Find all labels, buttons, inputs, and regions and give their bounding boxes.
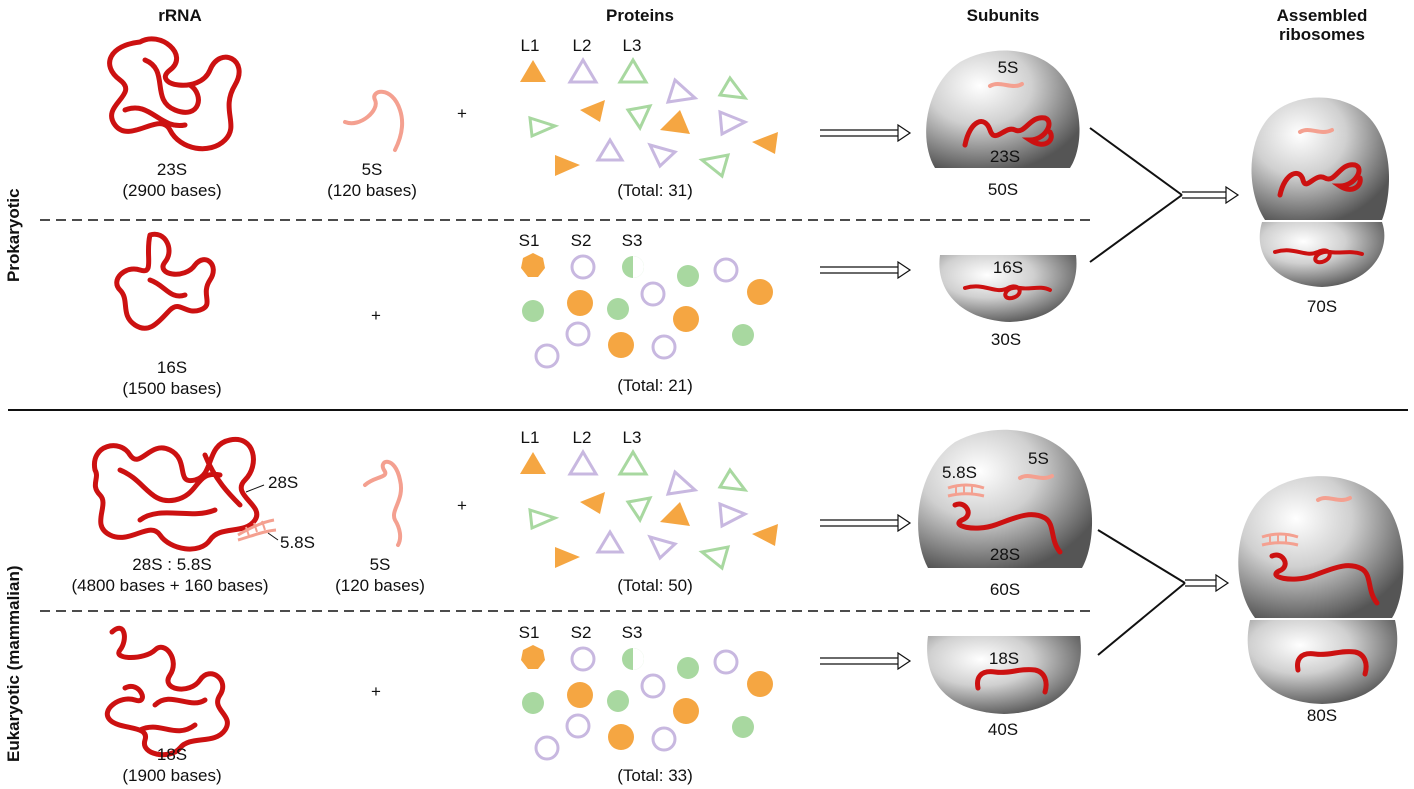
header-proteins: Proteins [605,6,675,25]
protein-cluster-euk-large [520,449,778,571]
subunit-label-50s: 50S [987,180,1019,199]
label-18s: 18S [156,745,188,764]
subunit-40s-body [927,636,1081,714]
header-assembled-line1: Assembled [1276,6,1368,25]
protein-total-euk-small: (Total: 33) [617,766,693,785]
inner-label-16s-30s: 16S [992,258,1024,277]
arrow-euk-small [820,651,912,671]
header-assembled-line2: ribosomes [1279,25,1365,44]
header-rrna: rRNA [158,6,202,25]
plus-prok-small: + [371,306,381,325]
header-subunits: Subunits [966,6,1040,25]
protein-label-l1-euk: L1 [520,428,540,447]
assembled-label-80s: 80S [1306,706,1338,725]
protein-label-l1-prok: L1 [520,36,540,55]
label-5s-prok: 5S [361,160,383,179]
subunit-40s-18s-strand [975,667,1049,695]
rrna-23s-strand [107,36,242,152]
label-28s-5-8s: 28S : 5.8S [132,555,212,574]
arrow-euk-large [820,513,912,533]
plus-euk-small: + [371,682,381,701]
protein-label-l2-prok: L2 [572,36,592,55]
inner-label-5-8s-60s: 5.8S [942,463,977,482]
rrna-16s-strand [114,231,216,331]
protein-total-prok-large: (Total: 31) [617,181,693,200]
protein-label-s3-prok: S3 [621,231,643,250]
subunit-60s-body [918,429,1093,568]
label-5s-prok-bases: (120 bases) [327,181,417,200]
subunit-30s-16s-strand [963,284,1052,301]
subunit-label-40s: 40S [987,720,1019,739]
arrow-to-70s [1089,127,1240,263]
ribosome-80s [1238,476,1404,704]
subunit-60s-28s-strand [952,501,1063,555]
inner-label-23s-50s: 23S [989,147,1021,166]
protein-label-s2-prok: S2 [570,231,592,250]
plus-prok-large: + [457,104,467,123]
protein-label-s1-euk: S1 [518,623,540,642]
protein-label-l3-prok: L3 [622,36,642,55]
rrna-5s-euk-strand [363,459,404,547]
inner-label-5s-50s: 5S [997,58,1019,77]
protein-cluster-euk-small [521,645,773,761]
protein-label-s3-euk: S3 [621,623,643,642]
protein-cluster-prok-small [521,253,773,369]
label-18s-bases: (1900 bases) [122,766,222,785]
inner-label-28s-60s: 28S [989,545,1021,564]
arrow-prok-small [820,260,912,280]
protein-total-prok-small: (Total: 21) [617,376,693,395]
subunit-label-60s: 60S [989,580,1021,599]
rrna-5s-strand [343,89,405,152]
subunit-label-30s: 30S [990,330,1022,349]
inner-label-18s-40s: 18S [988,649,1020,668]
label-23s-bases: (2900 bases) [122,181,222,200]
label-23s: 23S [156,160,188,179]
rrna-28s-strand [92,437,260,552]
protein-total-euk-large: (Total: 50) [617,576,693,595]
assembled-label-70s: 70S [1306,297,1338,316]
label-16s: 16S [156,358,188,377]
protein-cluster-prok-large [520,57,778,179]
plus-euk-large: + [457,496,467,515]
protein-label-s1-prok: S1 [518,231,540,250]
rrna-18s-strand [105,625,230,758]
arrow-to-80s [1097,529,1230,656]
label-5-8s-callout: 5.8S [280,533,315,552]
inner-label-5s-60s: 5S [1028,449,1049,468]
subunit-50s-23s-strand [962,115,1054,148]
arrow-prok-large [820,123,912,143]
protein-label-l2-euk: L2 [572,428,592,447]
subunit-60s-5-8s-strand [947,483,985,498]
ribosome-70s [1251,97,1390,287]
label-5s-euk: 5S [369,555,391,574]
label-28s-5-8s-bases: (4800 bases + 160 bases) [71,576,269,595]
subunit-60s-5s-strand [1018,474,1054,480]
label-5s-euk-bases: (120 bases) [335,576,425,595]
protein-label-l3-euk: L3 [622,428,642,447]
protein-label-s2-euk: S2 [570,623,592,642]
label-16s-bases: (1500 bases) [122,379,222,398]
subunit-50s-5s-strand [988,82,1024,88]
label-28s-callout: 28S [268,473,299,492]
rrna-5-8s-strand [237,484,279,542]
